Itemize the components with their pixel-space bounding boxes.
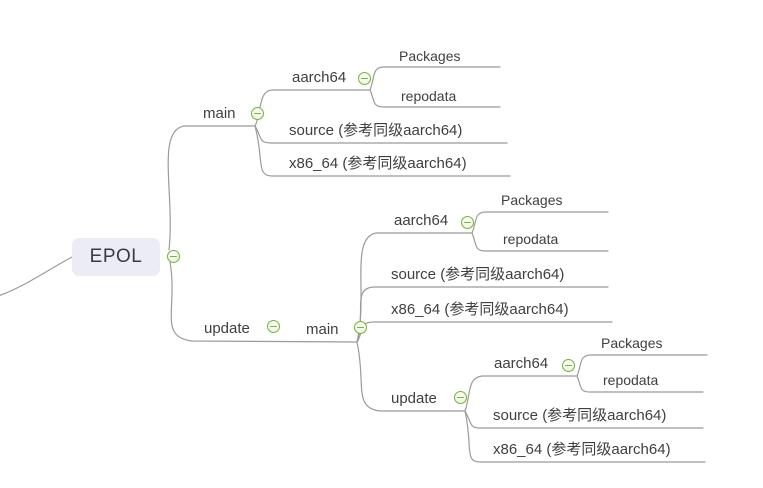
minus-icon	[270, 325, 277, 328]
topic-main-aarch64-repodata[interactable]: repodata	[401, 88, 457, 104]
topic-update-update-x86_64[interactable]: x86_64 (参考同级aarch64)	[493, 441, 671, 458]
edge-root-update	[169, 261, 358, 343]
topic-main[interactable]: main	[203, 105, 236, 122]
minus-icon	[170, 255, 177, 258]
minus-icon	[254, 112, 261, 115]
topic-main-x86_64[interactable]: x86_64 (参考同级aarch64)	[289, 155, 467, 172]
collapse-button-update-main[interactable]	[354, 321, 367, 334]
topic-update-update-aarch64-repodata[interactable]: repodata	[603, 372, 659, 388]
edge-update-main-x86_64	[356, 321, 613, 343]
topic-update-main-aarch64[interactable]: aarch64	[394, 212, 449, 229]
edge-update-update-aarch64-repodata	[576, 375, 704, 393]
edge-update-update-aarch64-packages	[576, 354, 708, 377]
minus-icon	[361, 77, 368, 80]
edge-main-x86_64	[254, 125, 511, 177]
topic-main-source[interactable]: source (参考同级aarch64)	[289, 122, 463, 139]
collapse-button-update-update[interactable]	[454, 391, 467, 404]
minus-icon	[565, 364, 572, 367]
topic-update-main[interactable]: main	[306, 321, 339, 338]
edge-update-main-aarch64-repodata	[471, 232, 609, 252]
edge-main-source	[254, 125, 508, 144]
topic-update-update-source[interactable]: source (参考同级aarch64)	[493, 407, 667, 424]
topic-update-main-aarch64-repodata[interactable]: repodata	[503, 231, 559, 247]
edge-root-main	[167, 125, 256, 251]
topic-main-aarch64[interactable]: aarch64	[292, 69, 347, 86]
edge-main-aarch64	[254, 89, 371, 127]
collapse-button-update-main-aarch64[interactable]	[461, 216, 474, 229]
collapse-button-update[interactable]	[267, 320, 280, 333]
edge-update-main-aarch64-packages	[471, 211, 609, 234]
edge-update-update-source	[464, 410, 704, 429]
topic-epol[interactable]: EPOL	[72, 238, 160, 276]
minus-icon	[464, 221, 471, 224]
edge-main-aarch64-repodata	[369, 89, 501, 108]
collapse-button-main[interactable]	[251, 107, 264, 120]
topic-update[interactable]: update	[204, 320, 250, 337]
collapse-button-main-aarch64[interactable]	[358, 72, 371, 85]
topic-update-update-aarch64-packages[interactable]: Packages	[601, 335, 663, 351]
topic-update-update-aarch64[interactable]: aarch64	[494, 355, 549, 372]
topic-update-main-aarch64-packages[interactable]: Packages	[501, 192, 563, 208]
collapse-button-update-update-aarch64[interactable]	[562, 359, 575, 372]
collapse-button-epol[interactable]	[167, 250, 180, 263]
minus-icon	[457, 396, 464, 399]
topic-main-aarch64-packages[interactable]: Packages	[399, 48, 461, 64]
topic-update-main-source[interactable]: source (参考同级aarch64)	[391, 266, 565, 283]
topic-update-main-x86_64[interactable]: x86_64 (参考同级aarch64)	[391, 301, 569, 318]
edge-update-update-aarch64	[464, 375, 578, 412]
edge-incoming-root	[0, 256, 73, 296]
edge-main-aarch64-packages	[369, 66, 501, 91]
edge-update-update-x86_64	[464, 410, 706, 463]
edge-update-main-update	[356, 341, 466, 412]
minus-icon	[357, 326, 364, 329]
topic-update-update[interactable]: update	[391, 390, 437, 407]
